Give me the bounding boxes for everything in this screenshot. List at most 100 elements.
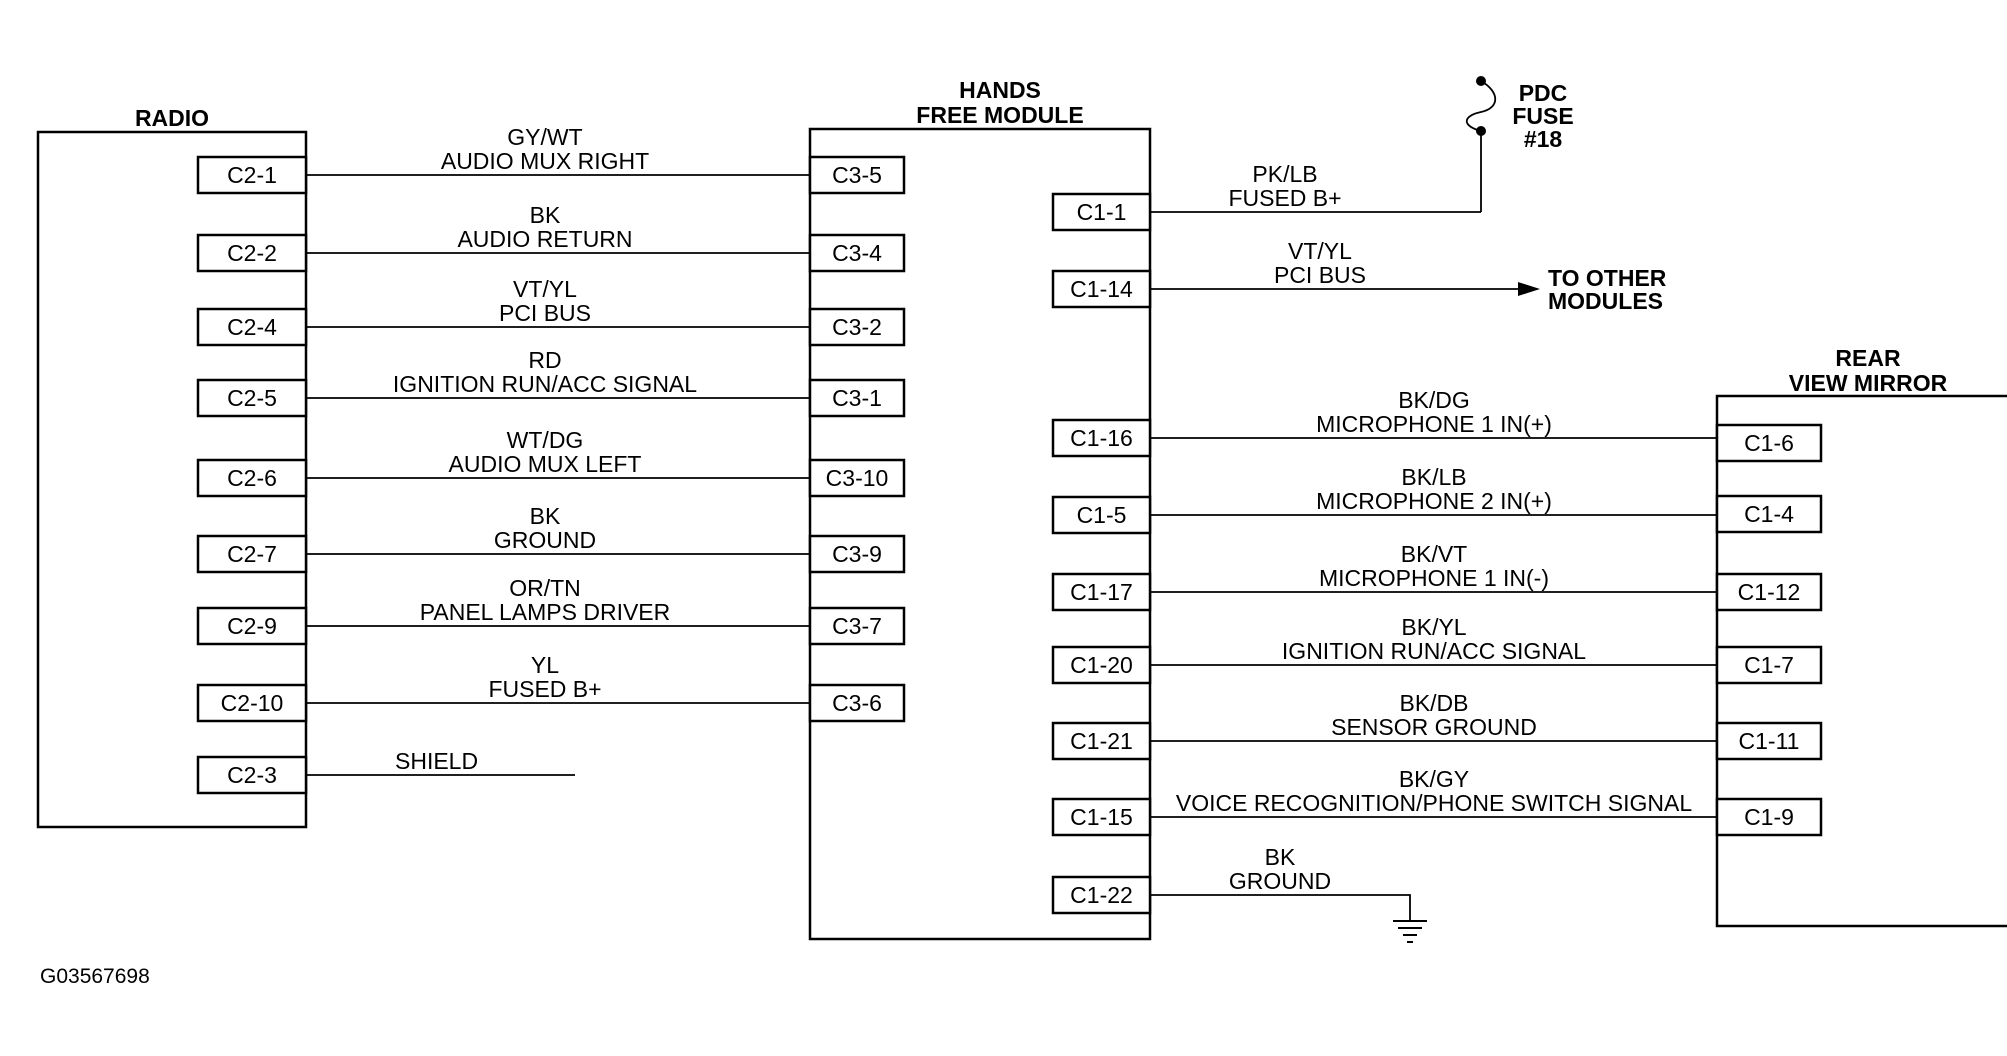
wire-label-color: BK [530, 202, 561, 228]
wire-label-color: BK [1265, 844, 1296, 870]
hfm-pin: C1-14 [1070, 276, 1133, 302]
wire-label-color: PK/LB [1252, 161, 1317, 187]
wire-label-color: VT/YL [1288, 238, 1352, 264]
mirror-pin-box [1715, 423, 1823, 463]
wire-label-circuit: PCI BUS [499, 300, 591, 326]
arrow-to-other-modules [1518, 282, 1540, 296]
mirror-pin-box [1715, 645, 1823, 685]
radio-pin-box [196, 378, 308, 418]
hfm-pin: C1-1 [1077, 199, 1127, 225]
hfm-pin: C3-4 [832, 240, 882, 266]
hfm-pin-box [1051, 495, 1152, 535]
hfm-pin-box [808, 606, 906, 646]
hfm-pin-box [1051, 192, 1152, 232]
wire-label-circuit: MICROPHONE 1 IN(-) [1319, 565, 1549, 591]
wire-label-color: YL [531, 652, 559, 678]
wire-label-circuit: AUDIO MUX RIGHT [441, 148, 649, 174]
radio-title: RADIO [135, 105, 209, 131]
wire-label-circuit: PCI BUS [1274, 262, 1366, 288]
radio-pin-box [196, 683, 308, 723]
wire-label-circuit: FUSED B+ [488, 676, 601, 702]
wire-label-circuit: AUDIO RETURN [457, 226, 632, 252]
radio-pin-box [196, 606, 308, 646]
radio-pin-box [196, 233, 308, 273]
wire-label-circuit: IGNITION RUN/ACC SIGNAL [393, 371, 697, 397]
figure-id: G03567698 [40, 965, 150, 988]
shield-label: SHIELD [395, 748, 478, 774]
wire-label-color: BK/LB [1401, 464, 1466, 490]
hfm-pin: C1-15 [1070, 804, 1133, 830]
hfm-title-line1: HANDS [959, 77, 1041, 103]
hfm-pin-box [1051, 797, 1152, 837]
radio-pin: C2-4 [227, 314, 277, 340]
radio-pin: C2-9 [227, 613, 277, 639]
radio-pin: C2-1 [227, 162, 277, 188]
wire-label-circuit: PANEL LAMPS DRIVER [420, 599, 671, 625]
hfm-pin-box [1051, 572, 1152, 612]
hfm-pin: C1-5 [1077, 502, 1127, 528]
wire-label-color: BK [530, 503, 561, 529]
to-other-modules-line1: TO OTHER [1548, 265, 1667, 291]
fuse-label-line1: PDC [1519, 80, 1568, 106]
wire-label-color: GY/WT [507, 124, 582, 150]
wire-label-color: BK/DB [1399, 690, 1468, 716]
radio-pin-box [196, 458, 308, 498]
ground-wire-line [1150, 894, 1411, 901]
mirror-title-line2: VIEW MIRROR [1789, 370, 1948, 396]
hfm-pin: C3-7 [832, 613, 882, 639]
mirror-pin-box [1715, 572, 1823, 612]
wire-label-circuit: AUDIO MUX LEFT [449, 451, 642, 477]
wire-label-color: BK/VT [1401, 541, 1467, 567]
hfm-pin: C1-16 [1070, 425, 1133, 451]
wire-label-color: OR/TN [509, 575, 581, 601]
hfm-pin: C1-22 [1070, 882, 1133, 908]
hfm-pin-box [1051, 418, 1152, 458]
hfm-pin-box [808, 458, 906, 498]
wire-label-color: BK/YL [1401, 614, 1466, 640]
hfm-pin-box [1051, 721, 1152, 761]
hfm-pin-box [1051, 875, 1152, 915]
hfm-pin: C3-10 [826, 465, 889, 491]
mirror-pin-box [1715, 797, 1823, 837]
hfm-pin: C1-17 [1070, 579, 1133, 605]
radio-pin: C2-7 [227, 541, 277, 567]
mirror-pin: C1-6 [1744, 430, 1794, 456]
to-other-modules-line2: MODULES [1548, 288, 1663, 314]
ground-symbol [1393, 901, 1427, 943]
wire-label-circuit: MICROPHONE 2 IN(+) [1316, 488, 1552, 514]
hfm-pin-box [808, 378, 906, 418]
wire-label-circuit: IGNITION RUN/ACC SIGNAL [1282, 638, 1586, 664]
radio-pin: C2-6 [227, 465, 277, 491]
wire-label-circuit: FUSED B+ [1228, 185, 1341, 211]
hfm-pin: C1-21 [1070, 728, 1133, 754]
hfm-pin-box [1051, 645, 1152, 685]
wire-label-circuit: MICROPHONE 1 IN(+) [1316, 411, 1552, 437]
hfm-pin-box [808, 233, 906, 273]
mirror-pin: C1-9 [1744, 804, 1794, 830]
wire-label-color: VT/YL [513, 276, 577, 302]
radio-pin: C2-2 [227, 240, 277, 266]
fuse-label-line2: FUSE [1512, 103, 1573, 129]
mirror-pin: C1-4 [1744, 501, 1794, 527]
wire-label-circuit: VOICE RECOGNITION/PHONE SWITCH SIGNAL [1176, 790, 1692, 816]
fuse-symbol [1465, 76, 1497, 212]
hfm-pin: C3-5 [832, 162, 882, 188]
mirror-pin: C1-7 [1744, 652, 1794, 678]
radio-pin-shield: C2-3 [227, 762, 277, 788]
hfm-pin: C3-9 [832, 541, 882, 567]
hfm-pin: C3-2 [832, 314, 882, 340]
mirror-title-line1: REAR [1835, 345, 1901, 371]
hfm-pin-box [1051, 269, 1152, 309]
radio-pin-box [196, 307, 308, 347]
hfm-pin: C1-20 [1070, 652, 1133, 678]
hfm-pin-box [808, 155, 906, 195]
fuse-label-line3: #18 [1524, 126, 1563, 152]
hfm-pin: C3-6 [832, 690, 882, 716]
wire-label-color: WT/DG [507, 427, 584, 453]
mirror-pin: C1-11 [1739, 728, 1800, 754]
